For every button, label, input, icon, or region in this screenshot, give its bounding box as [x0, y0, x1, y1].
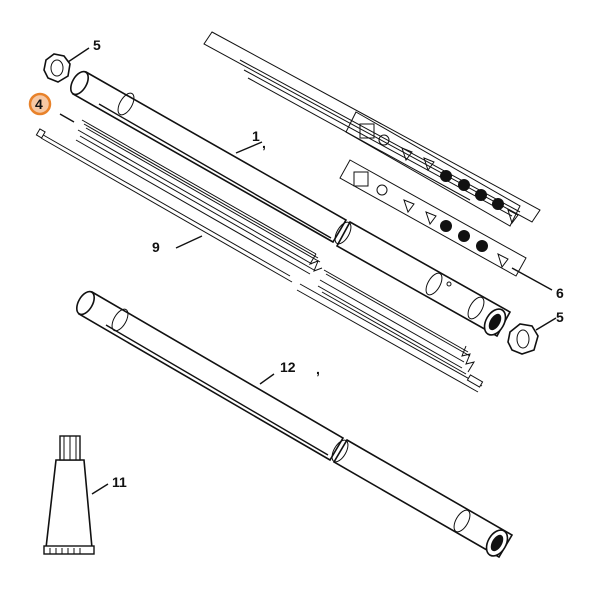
pictogram-row-upper — [359, 123, 519, 225]
callout-text: 9 — [152, 239, 160, 255]
nut-top — [43, 53, 71, 83]
callout-5-right: 5 — [556, 309, 564, 325]
callout-12: 12 , — [280, 359, 320, 377]
callout-1: 1 , — [252, 128, 266, 151]
callout-text: 4 — [35, 96, 43, 112]
callout-4-highlighted[interactable]: 4 — [28, 92, 52, 116]
leader-lines — [59, 47, 557, 495]
callout-9: 9 — [152, 239, 160, 255]
warning-label-strip — [203, 31, 541, 277]
grease-tube — [43, 435, 95, 555]
callout-text: 11 — [112, 474, 127, 490]
pictogram-row-lower — [353, 171, 509, 269]
stray-mark: , — [262, 135, 266, 151]
callout-11: 11 — [112, 474, 127, 490]
callout-text: 5 — [93, 37, 101, 53]
callout-5-top: 5 — [93, 37, 101, 53]
stray-mark: , — [316, 361, 320, 377]
drive-tube-upper — [69, 70, 512, 338]
highlight-ring — [28, 92, 52, 116]
callout-text: 12 — [280, 359, 296, 375]
extension-tube-lower — [75, 290, 514, 559]
drive-shaft — [35, 119, 484, 393]
callout-6: 6 — [556, 285, 564, 301]
callout-text: 1 — [252, 128, 260, 144]
callout-text: 5 — [556, 309, 564, 325]
nut-right — [507, 323, 539, 355]
callout-text: 6 — [556, 285, 564, 301]
